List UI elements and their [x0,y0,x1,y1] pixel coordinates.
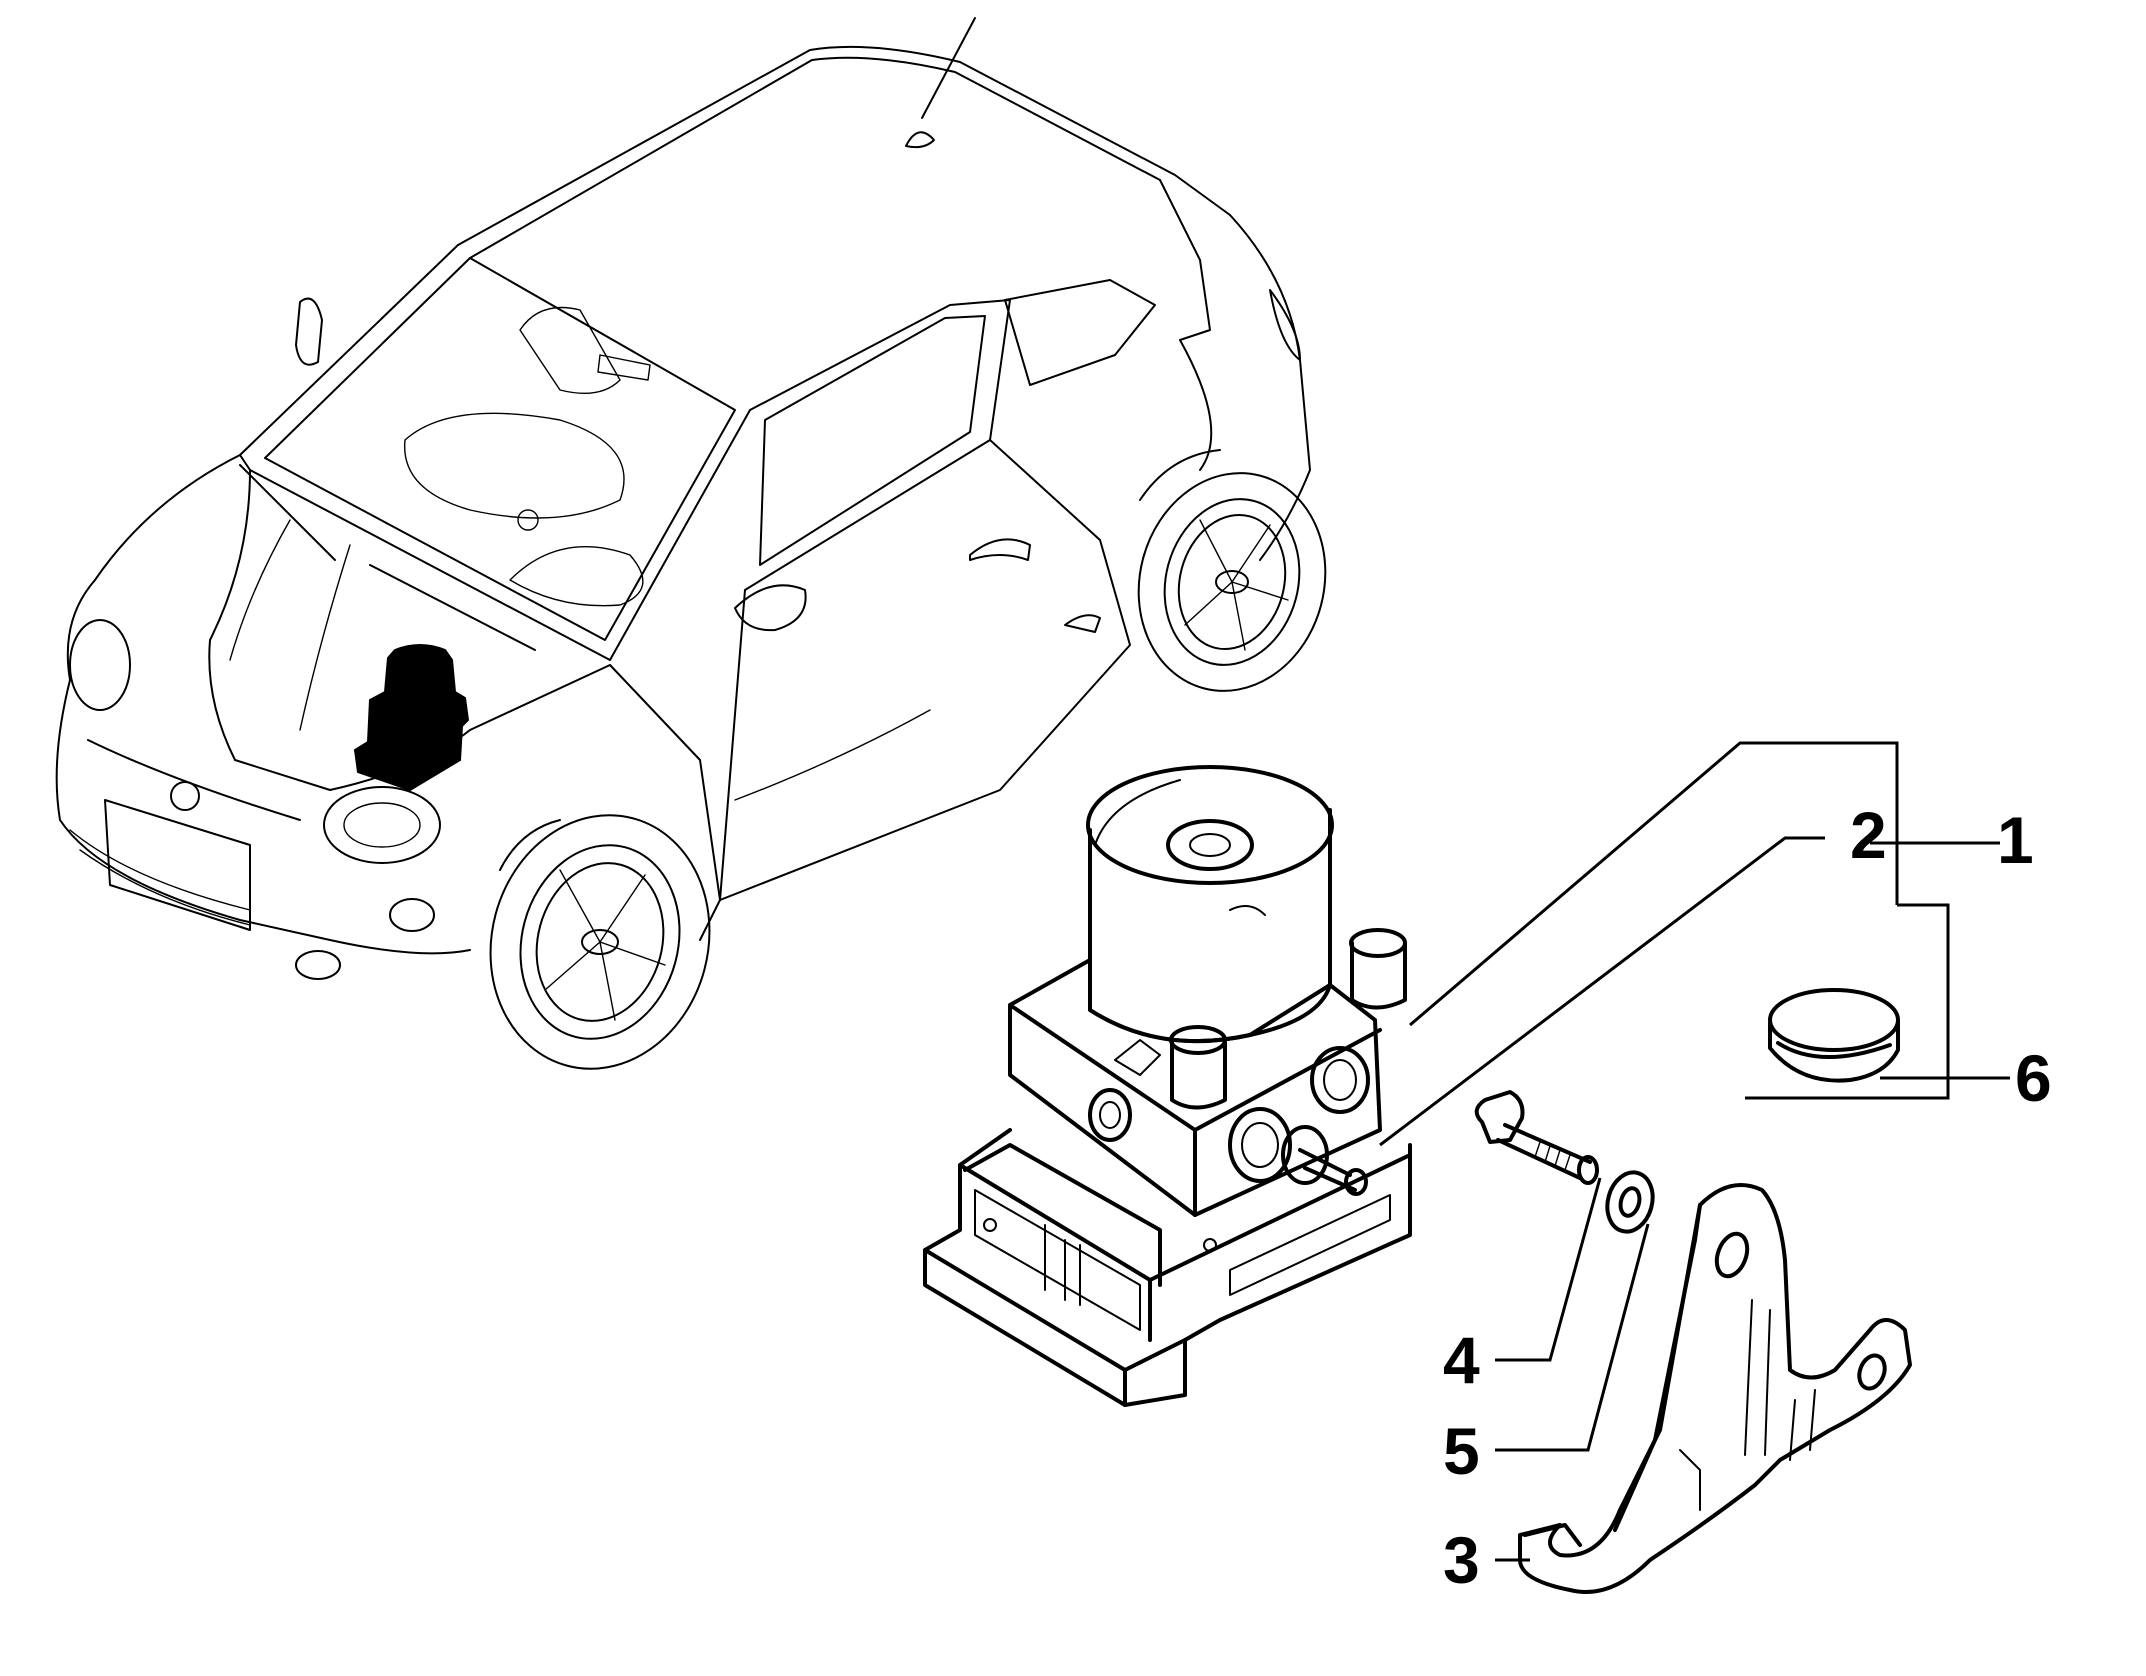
valve-post-2 [1170,1038,1227,1110]
ecu-housing [923,1128,1412,1407]
wiper-left [239,464,336,561]
motor-top [1086,765,1334,885]
callout-2: 2 [1850,798,1887,872]
callout-4: 4 [1443,1323,1480,1397]
washer [1605,1170,1655,1234]
ecu-connector [963,1143,1162,1287]
bonnet-left-edge [66,454,241,681]
door-line [734,709,931,801]
grommet-top [1768,988,1900,1052]
hydraulic-block [1008,958,1382,1217]
grommet [1768,988,1900,1083]
abs-location-highlight [353,644,470,792]
bolt-shank [1496,1123,1592,1180]
front-grille-upper [87,739,301,821]
leader-1-to-unit [1409,741,1899,1027]
fog-lamp-right [389,898,435,932]
door-window-glass [759,315,986,566]
windscreen-inner [264,257,736,641]
rear-pillar [1159,179,1211,341]
gear-knob [517,509,539,531]
door-panel [719,439,1131,901]
rear-quarter-window [1004,279,1156,386]
front-fender [609,664,721,941]
seat-2 [519,306,621,395]
callout-3: 3 [1443,1523,1480,1597]
door-window-frame [744,299,1011,591]
rearview-mirror [597,354,651,381]
bolt-head [1474,1090,1525,1144]
steering-wheel [509,545,644,607]
fog-lamp-left [295,950,341,980]
rear-fender-line [1179,339,1213,471]
callout-5: 5 [1443,1414,1480,1488]
mounting-bracket [1518,1183,1912,1594]
bracket-hole-2 [1857,1353,1887,1391]
abs-modulator-unit [1008,765,1407,1217]
motor-cap [1166,819,1254,871]
callout-1: 1 [1997,803,2034,877]
valve-post-1 [1350,941,1407,1010]
front-wheel [489,814,711,1070]
callout-6: 6 [2015,1041,2052,1115]
car-illustration [55,17,1327,1070]
grommet-body [1768,1020,1900,1083]
badge-500 [1064,614,1101,633]
headlamp-right [323,786,441,864]
front-bumper-outline [55,679,471,955]
side-mirror-left [295,297,323,366]
leader-4 [1495,1177,1602,1362]
port-2 [1310,1046,1370,1114]
control-unit [923,1128,1412,1407]
bonnet-crease-2 [299,544,351,731]
leader-bracket-1 [1745,903,1950,1100]
seat-1 [404,412,625,519]
side-mirror-right [734,584,807,632]
bracket-hole-1 [1714,1231,1750,1279]
bolt [1474,1090,1599,1185]
license-plate [104,799,251,931]
wiper-right [369,564,536,651]
leader-5 [1495,1223,1650,1452]
roof-outline [457,45,1231,246]
bracket-body [1518,1183,1912,1594]
antenna-base [905,131,935,149]
leader-2 [1379,836,1825,1147]
tail-lamp [1269,289,1301,361]
windscreen [239,244,751,661]
port-3 [1088,1088,1132,1142]
headlamp-left [69,619,131,711]
leader-lines [1379,741,2010,1562]
rear-wheel [1137,449,1327,692]
bumper-line-1 [69,829,251,911]
bumper-line-2 [79,849,251,926]
headlamp-right-inner [343,802,421,848]
roof-inner [469,56,1161,259]
bonnet-crease-1 [229,519,291,661]
fiat-logo [170,781,200,811]
door-handle [969,538,1031,561]
antenna [921,17,976,119]
port-1 [1228,1107,1292,1183]
